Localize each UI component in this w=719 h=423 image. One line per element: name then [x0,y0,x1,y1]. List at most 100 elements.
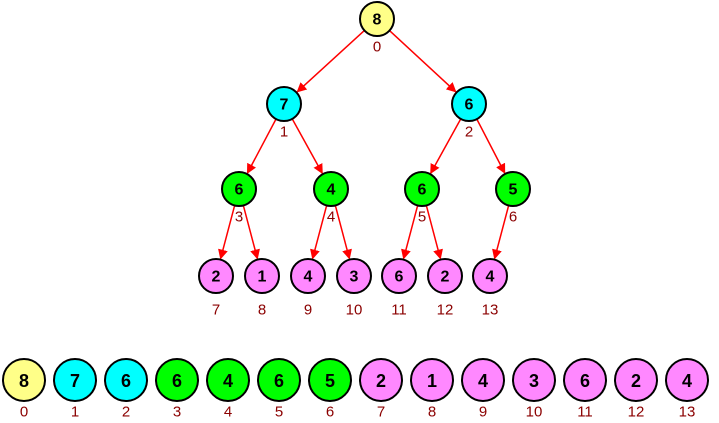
array-cell-4: 44 [206,358,250,421]
array-cell-value: 5 [325,371,335,391]
tree-node-circle [244,258,280,294]
tree-node-value: 6 [235,182,244,199]
array-cell-circle [104,358,148,402]
edge-1-4 [291,118,323,175]
array-cell-index: 10 [526,404,543,421]
array-cell-index: 13 [679,404,696,421]
edge-5-12 [425,205,443,260]
array-cell-circle [257,358,301,402]
array-cell-9: 49 [461,358,505,421]
tree-node-13: 4 13 [472,258,508,319]
array-cell-value: 4 [223,371,233,391]
tree-node-value: 7 [280,97,289,114]
array-cell-index: 11 [577,404,593,421]
edge-0-1 [296,29,365,93]
tree-node-value: 8 [373,12,382,29]
array-cell-12: 2 12 [614,358,658,421]
tree-node-circle [313,171,349,207]
tree-node-circle [359,1,395,37]
tree-node-11: 611 [381,258,417,319]
tree-node-value: 5 [509,182,518,199]
array-cell-circle [2,358,46,402]
edge-2-6 [476,118,506,174]
array-cell-circle [563,358,607,402]
array-cell-value: 6 [274,371,284,391]
tree-node-9: 49 [290,258,326,319]
array-cell-circle [614,358,658,402]
array-cell-7: 27 [359,358,403,421]
array-cell-value: 2 [631,371,641,391]
array-cell-index: 1 [71,404,79,421]
tree-node-value: 1 [258,269,267,286]
edge-1-3 [246,118,277,174]
tree-node-index: 5 [418,209,426,226]
array-cell-value: 3 [529,371,539,391]
tree-node-circle [427,258,463,294]
array-cell-value: 6 [172,371,182,391]
tree-node-10: 310 [336,258,372,319]
array-cell-circle [512,358,556,402]
array-cell-index: 3 [173,404,181,421]
tree-node-value: 4 [486,269,495,286]
tree-node-circle [404,171,440,207]
edge-4-9 [310,205,328,260]
tree-node-7: 27 [198,258,234,319]
edge-4-10 [334,205,352,260]
tree-node-index: 12 [437,302,454,319]
tree-node-value: 6 [418,182,427,199]
array-cell-value: 4 [682,371,692,391]
array-cell-6: 56 [308,358,352,421]
edge-3-8 [242,205,260,260]
tree-node-value: 6 [395,269,404,286]
array-cell-3: 63 [155,358,199,421]
tree-node-1: 71 [266,86,302,141]
edge-0-2 [388,29,457,93]
array-cell-value: 1 [427,371,437,391]
tree-node-index: 6 [509,209,517,226]
array-cell-index: 9 [479,404,487,421]
tree-node-index: 9 [304,302,312,319]
tree-node-index: 7 [212,302,220,319]
tree-node-value: 3 [350,269,359,286]
tree-node-0: 80 [359,1,395,56]
tree-node-4: 44 [313,171,349,226]
array-cell-index: 8 [428,404,436,421]
tree-node-circle [198,258,234,294]
edge-6-13 [492,205,510,260]
array-cell-circle [53,358,97,402]
tree-node-index: 0 [373,39,381,56]
tree-node-12: 2 12 [427,258,463,319]
array-cell-8: 18 [410,358,454,421]
tree-node-circle [221,171,257,207]
array-cell-circle [359,358,403,402]
array-cell-13: 4 13 [665,358,709,421]
edge-3-7 [218,205,236,260]
array-cell-circle [461,358,505,402]
tree-node-circle [266,86,302,122]
array-cell-index: 12 [628,404,645,421]
tree-edges [218,29,510,260]
tree-node-index: 13 [482,302,499,319]
array-cell-value: 6 [121,371,131,391]
tree-node-circle [336,258,372,294]
tree-node-2: 62 [451,86,487,141]
array-cell-11: 6 11 [563,358,607,421]
array-cell-index: 4 [224,404,232,421]
tree-node-circle [472,258,508,294]
array-cell-index: 5 [275,404,283,421]
tree-node-value: 4 [327,182,336,199]
tree-node-circle [290,258,326,294]
array-cell-circle [665,358,709,402]
tree-node-6: 56 [495,171,531,226]
array-cell-value: 6 [580,371,590,391]
array-cell-value: 7 [70,371,80,391]
tree-node-value: 6 [465,97,474,114]
array-cell-10: 3 10 [512,358,556,421]
tree-node-index: 4 [327,209,335,226]
tree-node-value: 2 [441,269,450,286]
array-cell-value: 4 [478,371,488,391]
array-cell-circle [308,358,352,402]
array-cell-index: 2 [122,404,130,421]
array-cell-circle [410,358,454,402]
